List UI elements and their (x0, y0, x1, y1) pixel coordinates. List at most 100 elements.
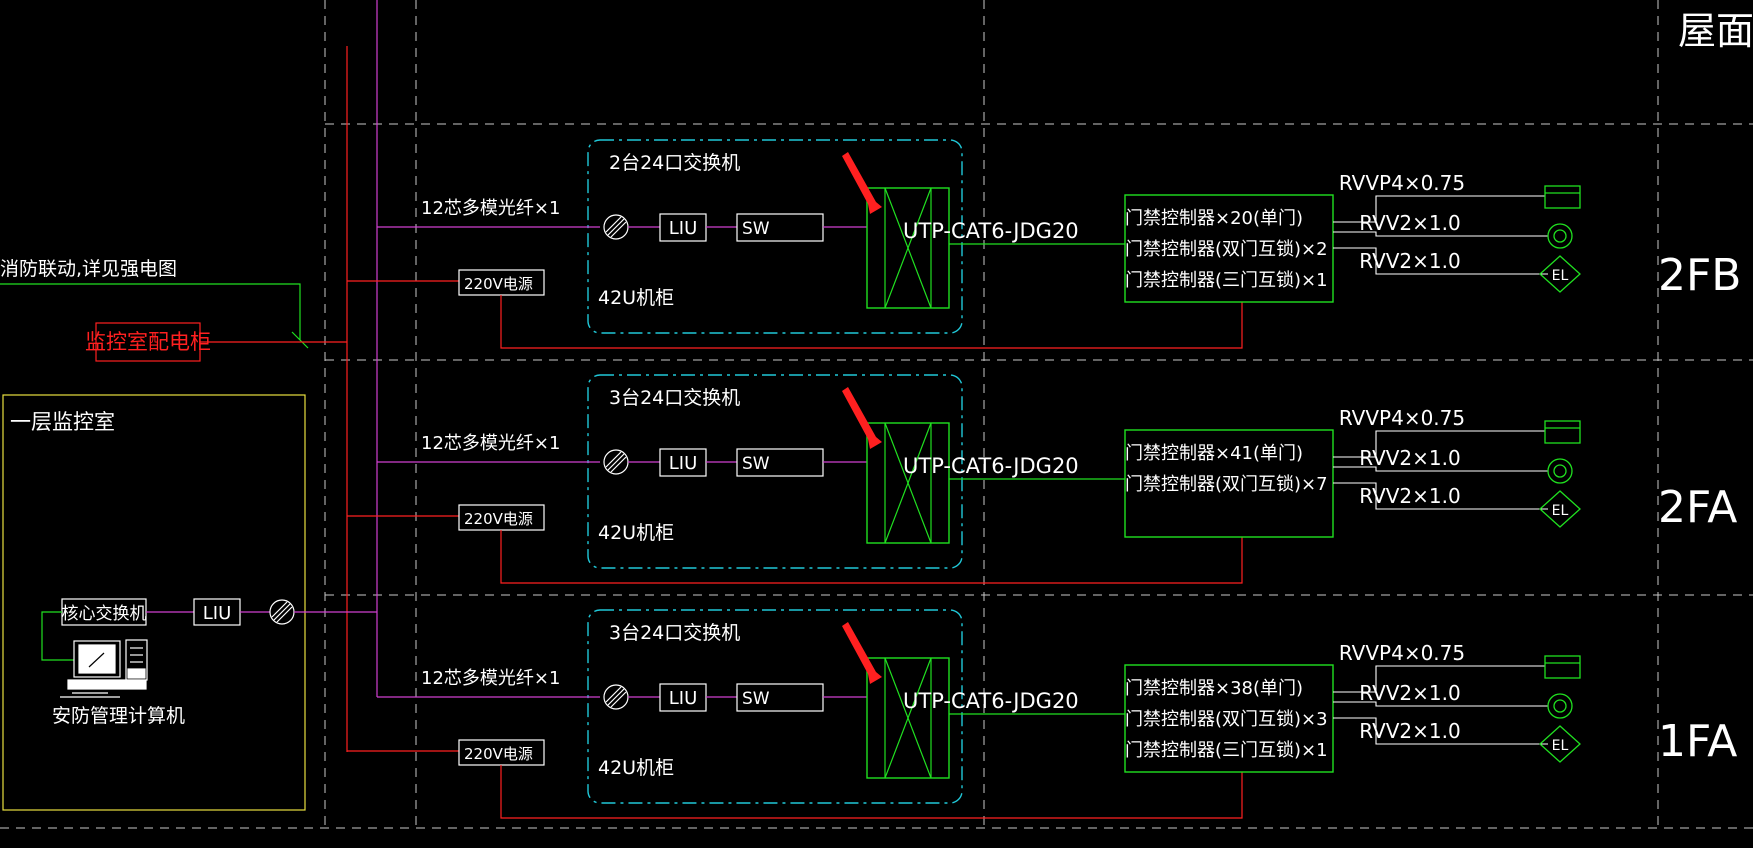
output-wire-0 (1333, 430, 1545, 458)
electric-lock-icon (1539, 490, 1581, 528)
fiber-connector-icon (603, 449, 629, 475)
wire-label-2: RVV2×1.0 (1359, 484, 1460, 508)
control-room-title: 一层监控室 (10, 410, 115, 434)
utp-cable-label: UTP-CAT6-JDG20 (903, 454, 1079, 478)
red-pointer-arrow-icon (842, 622, 882, 684)
output-wire-1 (1333, 701, 1548, 707)
card-reader-icon (1544, 420, 1581, 444)
wire-label-1: RVV2×1.0 (1359, 211, 1460, 235)
power-label: 220V电源 (464, 745, 533, 763)
exit-button-ring (1547, 693, 1573, 719)
controller-line-1: 门禁控制器(双门互锁)×3 (1125, 709, 1328, 730)
floor-grid (0, 0, 1753, 829)
electric-lock-icon (1539, 725, 1581, 763)
electric-lock-label: EL (1552, 738, 1569, 754)
switch-title: 3台24口交换机 (609, 622, 740, 644)
red-pointer-arrow-icon (842, 387, 882, 449)
distribution-cabinet-label: 监控室配电柜 (85, 330, 211, 354)
output-wire-2 (1333, 717, 1548, 745)
exit-button-ring (1547, 458, 1573, 484)
exit-button-icon (1547, 458, 1573, 484)
exit-button-core (1553, 229, 1567, 243)
fiber-label: 12芯多模光纤×1 (421, 668, 560, 689)
connector-hatch-0 (607, 453, 625, 471)
card-reader-icon (1544, 185, 1581, 209)
rack-label: 42U机柜 (598, 757, 674, 779)
controller-line-0: 门禁控制器×38(单门) (1125, 678, 1303, 699)
output-wire-1 (1333, 466, 1548, 472)
patch-panel-box (866, 657, 950, 779)
exit-button-core (1553, 464, 1567, 478)
sw-label: SW (742, 689, 770, 709)
electric-lock-icon (1539, 255, 1581, 293)
fiber-connector-icon (603, 214, 629, 240)
sw-label: SW (742, 219, 770, 239)
connector-hatch-1 (610, 456, 627, 473)
power-label: 220V电源 (464, 275, 533, 293)
connector-hatch-2 (605, 451, 622, 468)
linkage-note: 消防联动,详见强电图 (0, 258, 177, 280)
output-wire-2 (1333, 482, 1548, 510)
wire-label-2: RVV2×1.0 (1359, 719, 1460, 743)
controller-line-2: 门禁控制器(三门互锁)×1 (1125, 740, 1328, 761)
electric-lock-label: EL (1552, 268, 1569, 284)
sw-label: SW (742, 454, 770, 474)
patch-panel-cross-b (884, 187, 932, 309)
output-wire-2 (1333, 247, 1548, 275)
utp-cable-label: UTP-CAT6-JDG20 (903, 689, 1079, 713)
liu-label: LIU (669, 218, 698, 239)
liu-label: LIU (669, 453, 698, 474)
utp-cable-label: UTP-CAT6-JDG20 (903, 219, 1079, 243)
connector-hatch-1 (610, 221, 627, 238)
wire-label-2: RVV2×1.0 (1359, 249, 1460, 273)
patch-panel-cross-b (884, 657, 932, 779)
linkage-line (0, 283, 301, 340)
core-switch-label: 核心交换机 (62, 604, 147, 624)
controller-power-line (500, 530, 1243, 584)
rack-label: 42U机柜 (598, 522, 674, 544)
wire-label-0: RVVP4×0.75 (1339, 406, 1465, 430)
output-wire-0 (1333, 665, 1545, 693)
controller-power-line (500, 765, 1243, 819)
connector-hatch-2 (605, 216, 622, 233)
patch-panel-cross-b (884, 422, 932, 544)
electric-lock-label: EL (1552, 503, 1569, 519)
computer-label: 安防管理计算机 (52, 705, 185, 727)
controller-line-0: 门禁控制器×41(单门) (1125, 443, 1303, 464)
rack-cabinet-outline (587, 139, 963, 334)
exit-button-icon (1547, 223, 1573, 249)
card-reader-icon (1544, 655, 1581, 679)
power-label: 220V电源 (464, 510, 533, 528)
patch-panel-box (866, 422, 950, 544)
wire-label-1: RVV2×1.0 (1359, 681, 1460, 705)
control-room: 一层监控室 核心交换机 LIU 安防管理计算机 (2, 394, 377, 811)
patch-panel-box (866, 187, 950, 309)
red-pointer-arrow-icon (842, 152, 882, 214)
controller-power-line (500, 295, 1243, 349)
linkage-group: 消防联动,详见强电图 监控室配电柜 (0, 258, 347, 362)
switch-title: 3台24口交换机 (609, 387, 740, 409)
output-wire-1 (1333, 231, 1548, 237)
exit-button-core (1553, 699, 1567, 713)
controller-line-1: 门禁控制器(双门互锁)×2 (1125, 239, 1328, 260)
controller-line-0: 门禁控制器×20(单门) (1125, 208, 1303, 229)
exit-button-icon (1547, 693, 1573, 719)
control-room-boundary (2, 394, 306, 811)
controller-line-2: 门禁控制器(三门互锁)×1 (1125, 270, 1328, 291)
connector-hatch-0 (607, 218, 625, 236)
control-room-liu-label: LIU (203, 603, 232, 624)
wire-label-0: RVVP4×0.75 (1339, 171, 1465, 195)
computer-icon (60, 639, 148, 698)
rack-label: 42U机柜 (598, 287, 674, 309)
floor-label-roof: 屋面 (1678, 9, 1753, 53)
linkage-tick (291, 331, 309, 349)
wire-label-0: RVVP4×0.75 (1339, 641, 1465, 665)
fiber-label: 12芯多模光纤×1 (421, 198, 560, 219)
wire-label-1: RVV2×1.0 (1359, 446, 1460, 470)
